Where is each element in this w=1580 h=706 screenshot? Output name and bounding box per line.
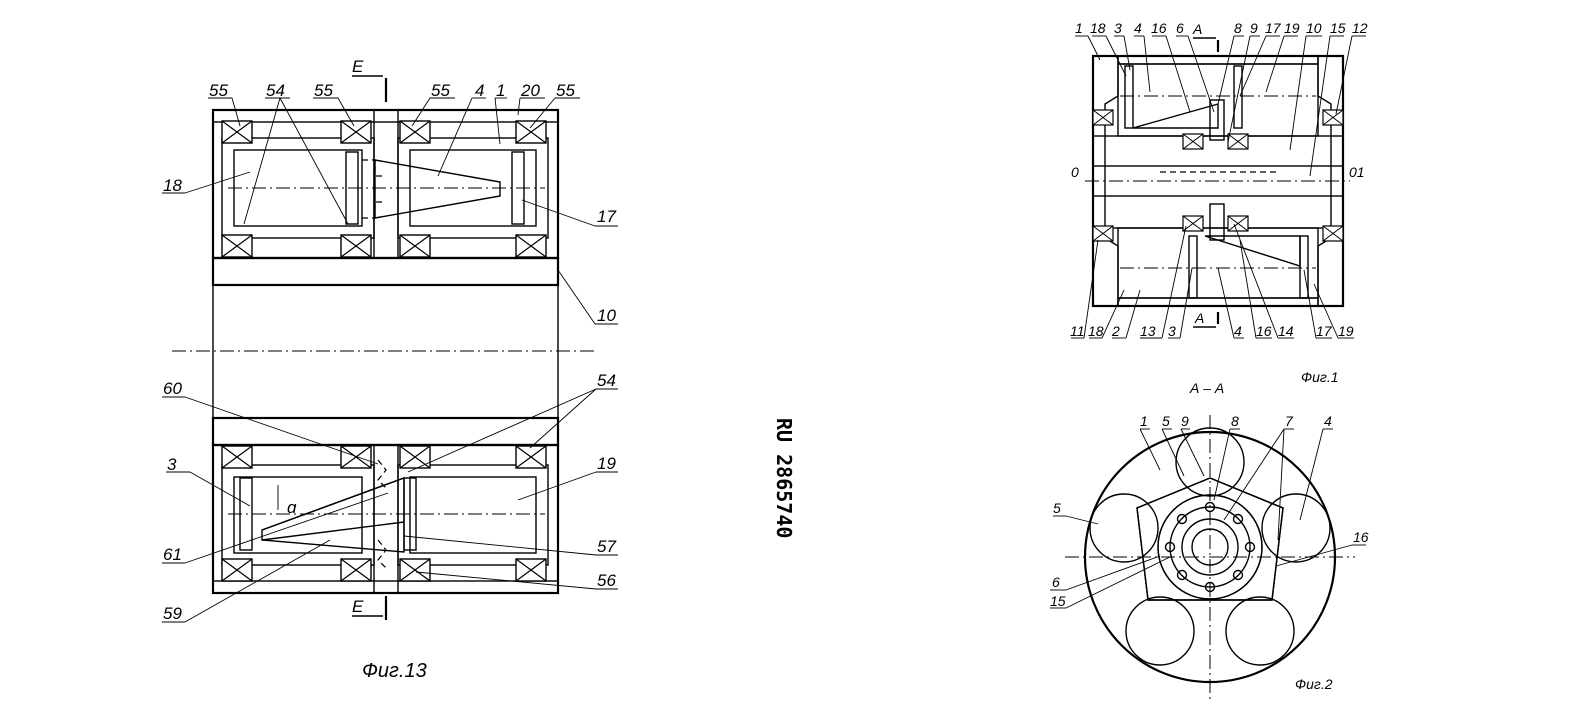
fig2-label-4: 4 [1324, 413, 1332, 429]
fig1-top-label-8: 8 [1234, 20, 1242, 36]
fig2-label-8: 8 [1231, 413, 1239, 429]
fig1-top-label-19: 19 [1284, 20, 1300, 36]
fig2-label-16: 16 [1353, 529, 1369, 545]
figure-13: ɑ Е Е [162, 57, 618, 682]
fig1-bottom-label-11: 11 [1070, 323, 1085, 339]
fig13-label-20: 20 [520, 81, 540, 100]
fig1-bottom-label-3: 3 [1168, 323, 1176, 339]
fig1-top-label-4: 4 [1134, 20, 1142, 36]
fig13-label-19: 19 [597, 454, 616, 473]
fig2-label-9: 9 [1181, 413, 1189, 429]
fig2-label-5a: 5 [1162, 413, 1170, 429]
fig13-label-55c: 55 [431, 81, 450, 100]
fig13-label-1: 1 [496, 81, 505, 100]
figure-1: А А 0 01 1 [1070, 20, 1368, 385]
fig13-label-17: 17 [597, 207, 616, 226]
fig1-top-label-18: 18 [1090, 20, 1106, 36]
fig1-top-label-16: 16 [1151, 20, 1167, 36]
fig13-label-54a: 54 [266, 81, 285, 100]
fig1-top-label-1: 1 [1075, 20, 1083, 36]
fig13-label-60: 60 [163, 379, 182, 398]
fig13-label-18: 18 [163, 176, 182, 195]
fig1-axis-right: 01 [1349, 164, 1365, 180]
fig1-section-mark-top: А [1192, 21, 1202, 37]
fig1-bottom-label-17: 17 [1316, 323, 1333, 339]
fig1-axis-left: 0 [1071, 164, 1079, 180]
fig2-label-7: 7 [1285, 413, 1294, 429]
fig13-label-4: 4 [475, 81, 484, 100]
fig1-section-mark-bottom: А [1194, 310, 1204, 326]
fig13-caption: Фиг.13 [362, 660, 427, 682]
fig1-top-label-15: 15 [1330, 20, 1346, 36]
fig1-bottom-label-14: 14 [1278, 323, 1294, 339]
fig1-bottom-label-2: 2 [1111, 323, 1120, 339]
fig1-top-label-12: 12 [1352, 20, 1368, 36]
fig13-label-56: 56 [597, 571, 616, 590]
figure-2: А – А [1050, 380, 1369, 700]
fig2-label-6: 6 [1052, 574, 1060, 590]
section-mark-e-top: Е [352, 57, 364, 76]
fig13-label-59: 59 [163, 604, 182, 623]
svg-text:ɑ: ɑ [287, 498, 297, 517]
fig13-label-10: 10 [597, 306, 616, 325]
fig1-top-label-10: 10 [1306, 20, 1322, 36]
fig1-top-label-6: 6 [1176, 20, 1184, 36]
fig13-label-55a: 55 [209, 81, 228, 100]
fig2-label-5b: 5 [1053, 500, 1061, 516]
section-mark-e-bottom: Е [352, 597, 364, 616]
fig13-label-57: 57 [597, 537, 616, 556]
fig1-top-label-17: 17 [1265, 20, 1282, 36]
fig1-bottom-label-18: 18 [1088, 323, 1104, 339]
fig1-bottom-label-13: 13 [1140, 323, 1156, 339]
fig2-caption: Фиг.2 [1295, 676, 1333, 692]
fig1-top-label-3: 3 [1114, 20, 1122, 36]
fig1-top-label-9: 9 [1250, 20, 1258, 36]
fig2-section-title: А – А [1189, 380, 1224, 396]
fig13-label-54b: 54 [597, 371, 616, 390]
fig2-label-1: 1 [1140, 413, 1148, 429]
fig13-label-3: 3 [167, 455, 177, 474]
fig2-label-15: 15 [1050, 593, 1066, 609]
fig1-caption: Фиг.1 [1301, 369, 1339, 385]
fig13-label-55d: 55 [556, 81, 575, 100]
fig1-bottom-label-19: 19 [1338, 323, 1354, 339]
patent-number: RU 2865740 [772, 418, 796, 538]
fig1-bottom-label-16: 16 [1256, 323, 1272, 339]
fig1-bottom-label-4: 4 [1234, 323, 1242, 339]
fig13-label-55b: 55 [314, 81, 333, 100]
fig13-label-61: 61 [163, 545, 182, 564]
